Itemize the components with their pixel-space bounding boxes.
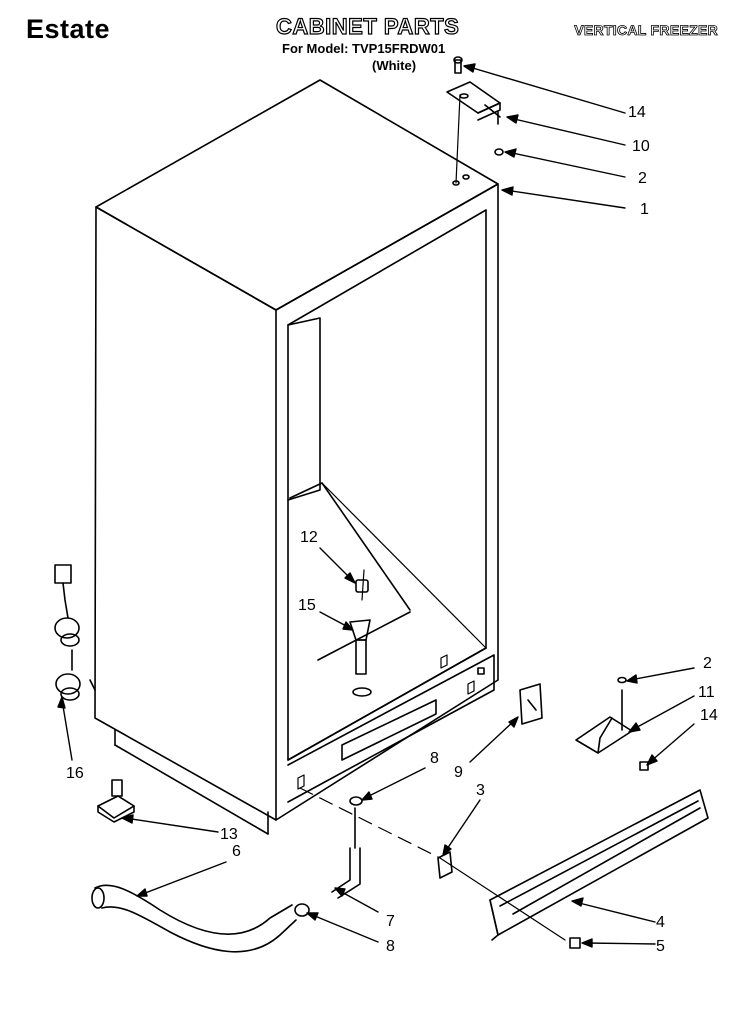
leveling-leg xyxy=(97,779,135,823)
drain-hose xyxy=(91,884,297,953)
model-number: For Model: TVP15FRDW01 xyxy=(282,41,446,56)
callout-8-bottom: 8 xyxy=(386,938,395,955)
product-category: VERTICAL FREEZER xyxy=(574,22,718,39)
cabinet-body xyxy=(94,79,499,835)
page-title: CABINET PARTS xyxy=(275,13,460,39)
callout-8-top: 8 xyxy=(430,750,439,767)
callout-9: 9 xyxy=(454,764,463,781)
callout-15: 15 xyxy=(298,597,316,614)
callout-leaders xyxy=(57,63,695,948)
callout-16: 16 xyxy=(66,765,84,782)
callout-12: 12 xyxy=(300,529,318,546)
callout-11: 11 xyxy=(698,684,715,701)
callout-7: 7 xyxy=(386,913,395,930)
page-header: Estate CABINET PARTS For Model: TVP15FRD… xyxy=(0,0,752,80)
callout-2-bottom: 2 xyxy=(703,655,712,672)
callout-1: 1 xyxy=(640,201,649,218)
callout-10: 10 xyxy=(632,138,650,155)
callout-13: 13 xyxy=(220,826,238,843)
callout-4: 4 xyxy=(656,914,665,931)
alignment-line xyxy=(299,787,441,859)
kickplate xyxy=(437,789,709,949)
callout-14-bottom: 14 xyxy=(700,707,718,724)
model-color: (White) xyxy=(372,58,417,73)
callout-14-top: 14 xyxy=(628,104,646,121)
bottom-hinge xyxy=(477,667,649,771)
callout-6: 6 xyxy=(232,843,241,860)
top-hinge xyxy=(446,56,504,186)
power-cord xyxy=(54,564,96,701)
callout-2-top: 2 xyxy=(638,170,647,187)
callout-5: 5 xyxy=(656,938,665,955)
drain-assembly xyxy=(294,569,372,917)
brand-logo: Estate xyxy=(26,14,111,44)
alignment-line-2 xyxy=(439,857,566,941)
callout-3: 3 xyxy=(476,782,485,799)
